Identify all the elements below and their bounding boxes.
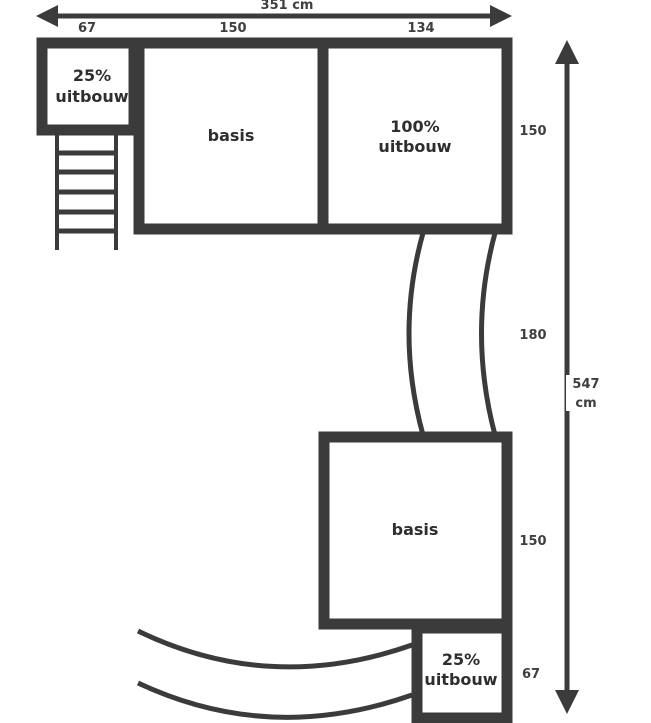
- top-left-module-line2: uitbouw: [55, 87, 128, 106]
- height-segment-3: 150: [519, 534, 546, 549]
- module-bottom-25-uitbouw: [411, 622, 513, 723]
- bottom-basis-module-label: basis: [392, 520, 439, 539]
- total-height-value: 547: [572, 377, 599, 392]
- slide-upper-edge: [136, 628, 413, 670]
- top-right-module-line1: 100%: [390, 117, 439, 136]
- bridge-right-edge: [479, 232, 498, 436]
- total-width-label: 351 cm: [261, 0, 314, 13]
- height-segment-4: 67: [522, 667, 540, 682]
- top-middle-module-label: basis: [208, 126, 255, 145]
- width-segment-1: 67: [78, 21, 96, 36]
- height-segment-2: 180: [519, 328, 546, 343]
- bottom-small-module-line1: 25%: [442, 650, 480, 669]
- top-right-module-line2: uitbouw: [378, 137, 451, 156]
- bridge-left-edge: [406, 232, 426, 436]
- height-segment-1: 150: [519, 124, 546, 139]
- width-segment-2: 150: [219, 21, 246, 36]
- bottom-small-module-line2: uitbouw: [424, 670, 497, 689]
- top-left-module-line1: 25%: [73, 66, 111, 85]
- total-width-arrow: [36, 5, 512, 27]
- ladder: [55, 134, 118, 250]
- total-height-unit: cm: [575, 396, 596, 411]
- slide-lower-edge: [136, 680, 413, 720]
- width-segment-3: 134: [407, 21, 434, 36]
